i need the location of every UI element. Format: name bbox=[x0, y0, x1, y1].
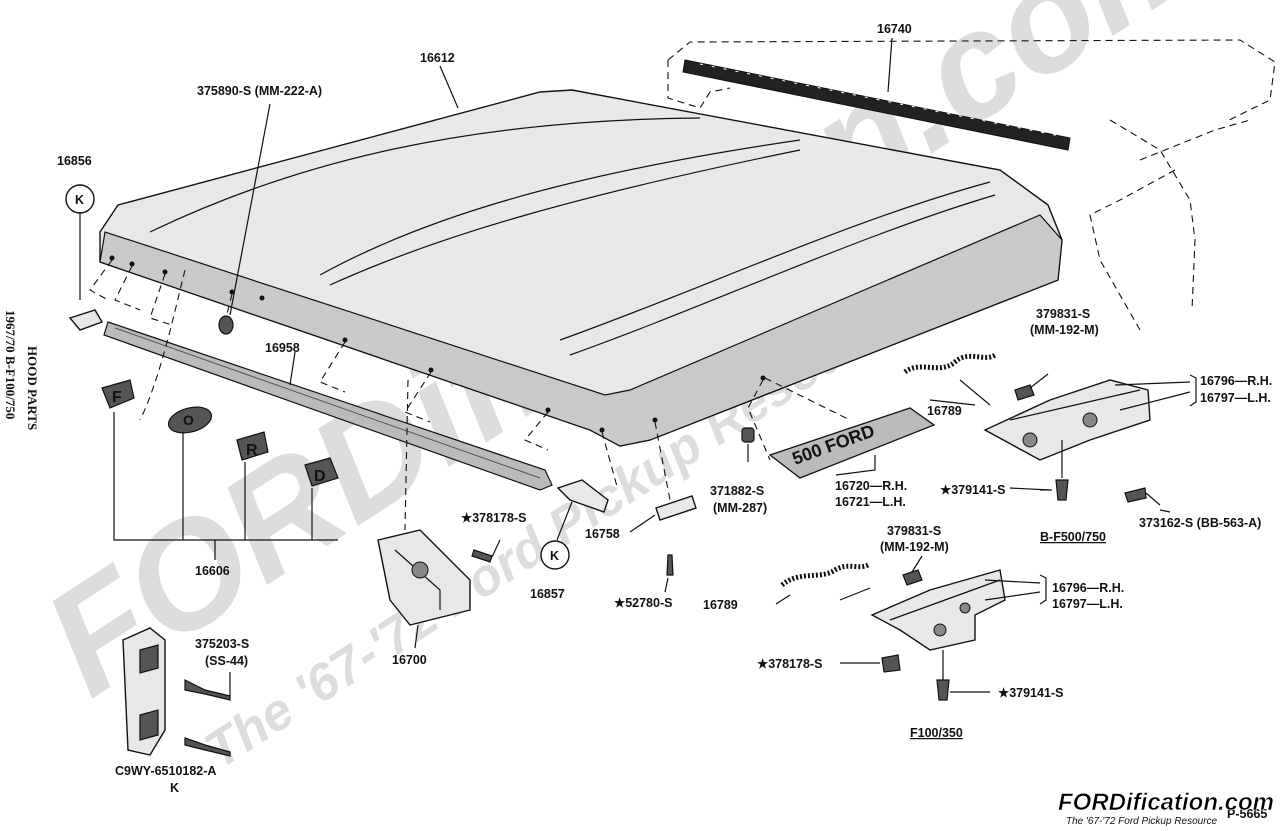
label-emblem: 16606 bbox=[195, 564, 230, 578]
attachment-lines bbox=[89, 259, 851, 531]
side-title-line1: HOOD PARTS bbox=[25, 346, 40, 430]
nameplate: 500 FORD bbox=[768, 407, 936, 479]
nut-371882 bbox=[741, 427, 755, 462]
side-title-line2: 1967/70 B-F100/750 bbox=[3, 310, 18, 419]
label-bumper-right: 16857 bbox=[530, 587, 565, 601]
emblem-r: R bbox=[236, 431, 269, 461]
corner-logo-tagline: The '67-'72 Ford Pickup Resource bbox=[1066, 816, 1218, 827]
part-labels: 16612 375890-S (MM-222-A) 16740 16856 16… bbox=[57, 22, 1272, 821]
label-hinge-top-lh: 16797—L.H. bbox=[1200, 391, 1271, 405]
screw-375890 bbox=[218, 103, 271, 335]
hinge-upper bbox=[903, 352, 1197, 506]
label-nameplate-lh: 16721—L.H. bbox=[835, 495, 906, 509]
label-bolt-379831-bot-2: (MM-192-M) bbox=[880, 540, 949, 554]
label-bolt-379831-bot-1: 379831-S bbox=[887, 524, 941, 538]
label-hinge-bot-rh: 16796—R.H. bbox=[1052, 581, 1124, 595]
label-clip-k: K bbox=[170, 781, 179, 795]
label-clip: C9WY-6510182-A bbox=[115, 764, 216, 778]
label-screw-378178-top: ★378178-S bbox=[461, 511, 526, 525]
k-badge-right-text: K bbox=[550, 549, 559, 563]
label-bolt-379831-top-1: 379831-S bbox=[1036, 307, 1090, 321]
label-screw-375890: 375890-S (MM-222-A) bbox=[197, 84, 322, 98]
bumper-right: K bbox=[540, 479, 609, 570]
emblem-letters: F O R D bbox=[101, 379, 339, 560]
label-bolt-379831-top-2: (MM-192-M) bbox=[1030, 323, 1099, 337]
leader-lines bbox=[289, 37, 1171, 605]
label-clip-rivet-2: (SS-44) bbox=[205, 654, 248, 668]
label-molding: 16958 bbox=[265, 341, 300, 355]
label-screw-52780: ★52780-S bbox=[614, 596, 672, 610]
corner-logo: FORDification.com The '67-'72 Ford Picku… bbox=[1058, 789, 1275, 827]
label-series-bot: F100/350 bbox=[910, 726, 963, 740]
label-spring-top: 16789 bbox=[927, 404, 962, 418]
bumper-block bbox=[629, 495, 697, 593]
label-seal: 16740 bbox=[877, 22, 912, 36]
k-badge-left-text: K bbox=[75, 193, 84, 207]
label-hinge-bot-lh: 16797—L.H. bbox=[1052, 597, 1123, 611]
label-bolt-379141-bot: ★379141-S bbox=[998, 686, 1063, 700]
hood-seal bbox=[682, 59, 1071, 151]
label-spring-bot: 16789 bbox=[703, 598, 738, 612]
label-bumper-block: 16758 bbox=[585, 527, 620, 541]
emblem-letter-f: F bbox=[112, 389, 122, 406]
emblem-d: D bbox=[304, 457, 339, 487]
label-clip-rivet-1: 375203-S bbox=[195, 637, 249, 651]
label-hinge-top-rh: 16796—R.H. bbox=[1200, 374, 1272, 388]
label-bumper-left: 16856 bbox=[57, 154, 92, 168]
label-bolt-379141-top: ★379141-S bbox=[940, 483, 1005, 497]
label-latch: 16700 bbox=[392, 653, 427, 667]
hood-panel bbox=[99, 89, 1063, 447]
corner-logo-text: FORDification.com bbox=[1058, 789, 1274, 816]
hood-clip bbox=[122, 627, 231, 757]
label-series-top: B-F500/750 bbox=[1040, 530, 1106, 544]
label-nut-line1: 371882-S bbox=[710, 484, 764, 498]
side-title: HOOD PARTS 1967/70 B-F100/750 bbox=[3, 310, 40, 430]
hood-latch bbox=[377, 529, 501, 649]
emblem-f: F bbox=[101, 379, 135, 409]
hood-molding bbox=[103, 321, 553, 491]
emblem-o: O bbox=[167, 406, 213, 434]
bumper-left: K bbox=[65, 184, 104, 331]
emblem-letter-d: D bbox=[314, 468, 326, 485]
emblem-letter-o: O bbox=[183, 412, 194, 428]
label-hood: 16612 bbox=[420, 51, 455, 65]
emblem-letter-r: R bbox=[246, 442, 258, 459]
label-bolt-373162: 373162-S (BB-563-A) bbox=[1139, 516, 1261, 530]
label-screw-378178-bot: ★378178-S bbox=[757, 657, 822, 671]
label-nameplate-rh: 16720—R.H. bbox=[835, 479, 907, 493]
k-badge-right bbox=[540, 540, 570, 570]
label-nut-line2: (MM-287) bbox=[713, 501, 767, 515]
label-plate-number: P-5665 bbox=[1227, 807, 1267, 821]
hinge-lower bbox=[780, 555, 1047, 701]
cowl-outline bbox=[667, 39, 1276, 331]
